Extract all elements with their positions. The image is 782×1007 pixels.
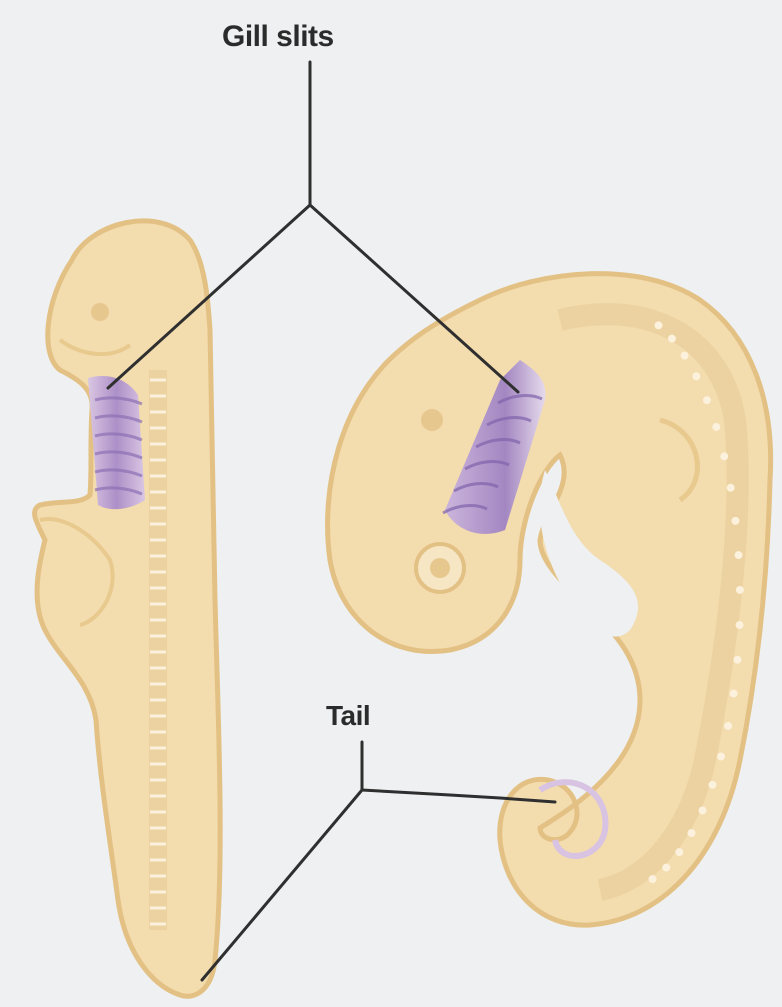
somite-tick <box>736 621 744 629</box>
somite-tick <box>708 781 716 789</box>
somite-tick <box>649 875 657 883</box>
somite-tick <box>662 864 670 872</box>
somite-tick <box>736 586 744 594</box>
somite-tick <box>681 352 689 360</box>
somite-tick <box>733 656 741 664</box>
somite-tick <box>712 423 720 431</box>
somite-tick <box>731 517 739 525</box>
somite-tick <box>675 848 683 856</box>
left-embryo-body <box>35 221 221 996</box>
somite-tick <box>730 690 738 698</box>
right-embryo-eye <box>421 409 443 431</box>
tail-leader-left <box>202 790 362 980</box>
right-embryo-body <box>328 274 771 926</box>
left-embryo-eye <box>91 303 109 321</box>
somite-tick <box>720 452 728 460</box>
somite-tick <box>699 806 707 814</box>
somite-tick <box>668 335 676 343</box>
somite-tick <box>703 396 711 404</box>
gill-slits-label: Gill slits <box>222 20 334 54</box>
somite-tick <box>727 484 735 492</box>
somite-tick <box>735 551 743 559</box>
left-embryo <box>35 221 221 996</box>
somite-tick <box>692 372 700 380</box>
somite-tick <box>687 829 695 837</box>
right-embryo-ear-inner <box>430 558 450 578</box>
somite-tick <box>724 722 732 730</box>
tail-label: Tail <box>326 700 370 732</box>
somite-tick <box>655 321 663 329</box>
right-embryo <box>328 274 771 926</box>
somite-tick <box>717 753 725 761</box>
